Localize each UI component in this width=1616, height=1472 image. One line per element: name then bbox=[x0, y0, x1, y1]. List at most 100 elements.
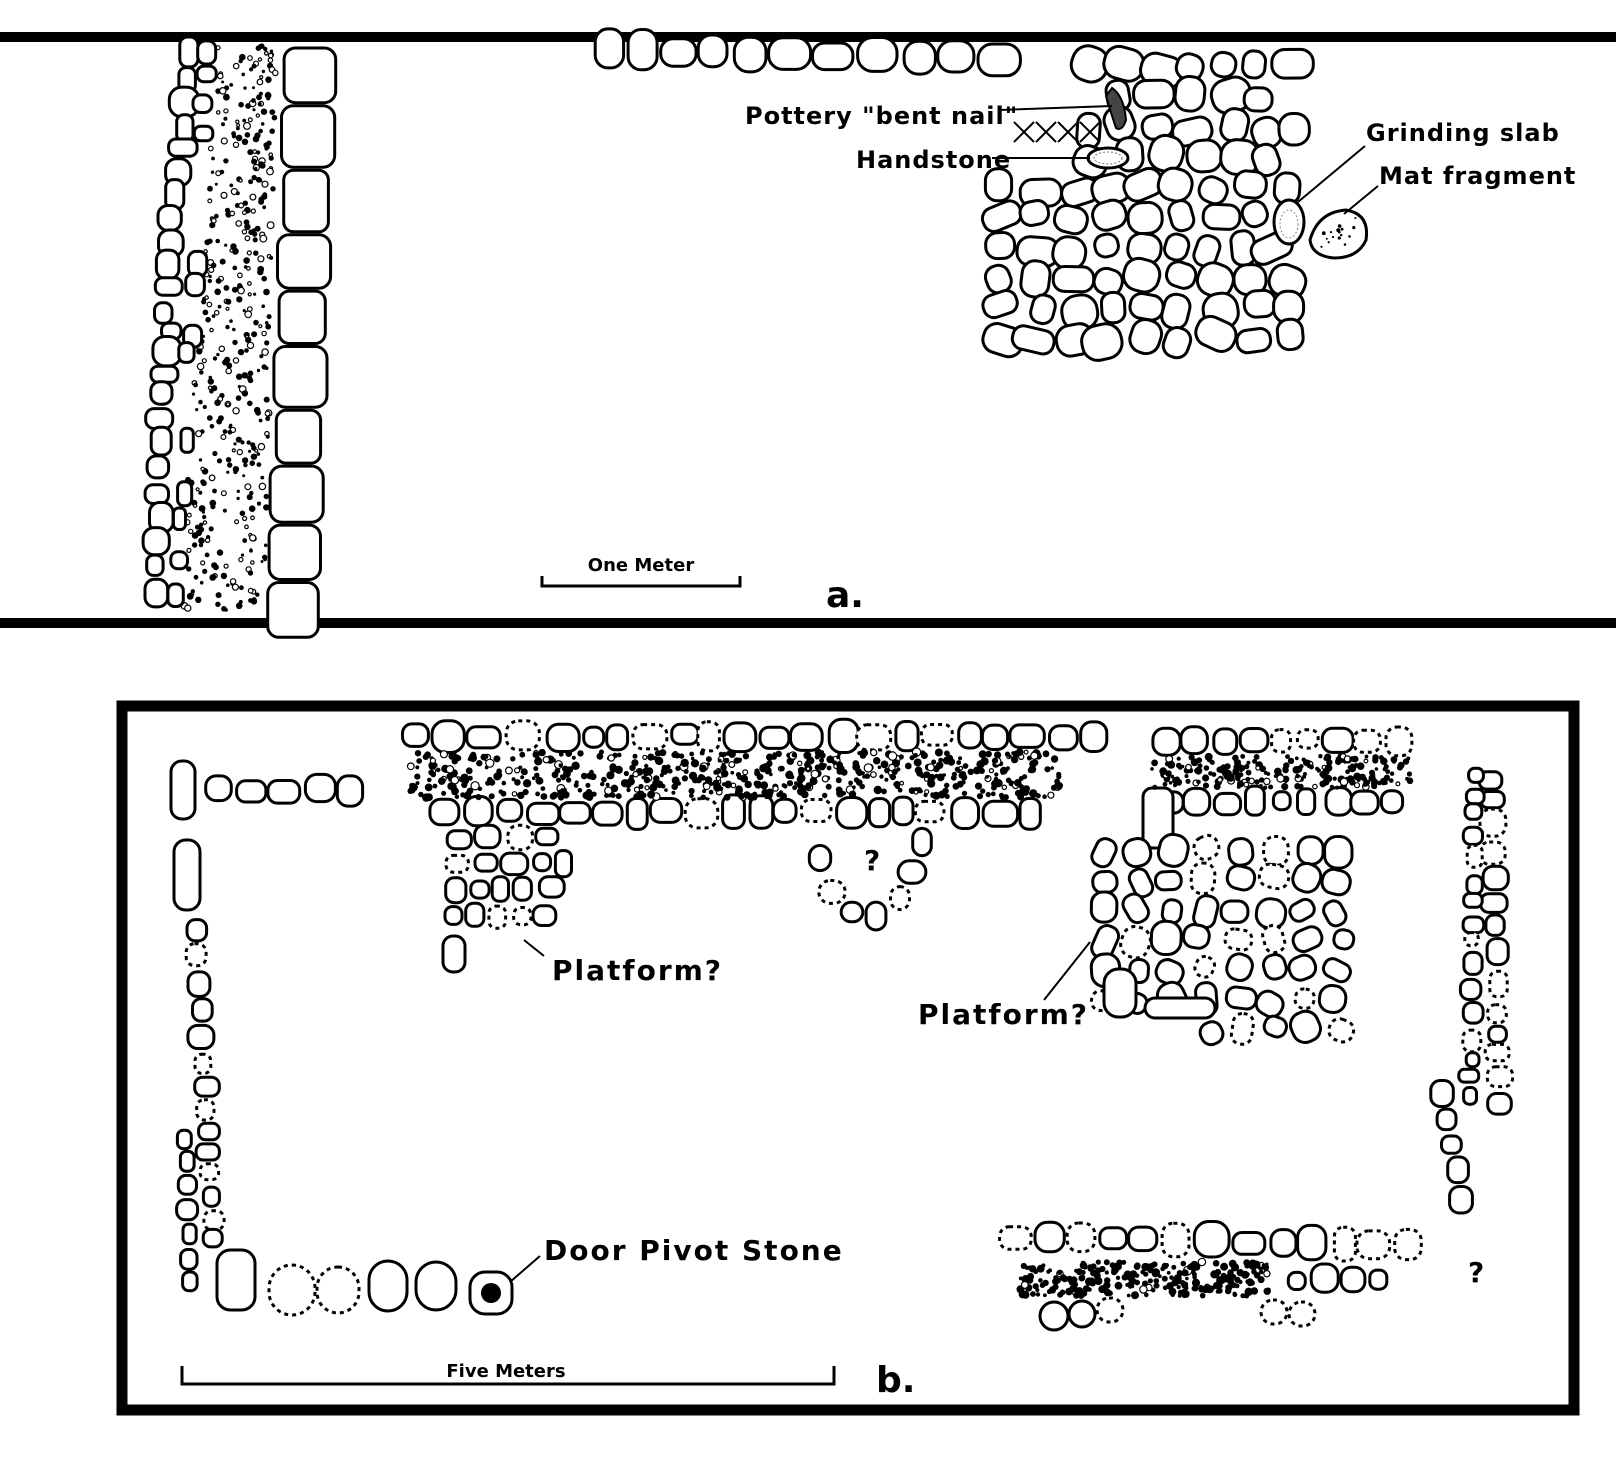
rubble-dot bbox=[1383, 774, 1390, 782]
rubble-dot bbox=[1252, 758, 1258, 764]
missing-stone bbox=[817, 879, 847, 905]
rubble-dot bbox=[231, 583, 239, 591]
stone bbox=[176, 480, 194, 508]
stone bbox=[267, 523, 323, 581]
stone bbox=[1126, 200, 1164, 236]
rubble-dot bbox=[1245, 1272, 1250, 1277]
missing-stone bbox=[1465, 843, 1484, 869]
handstone-feature bbox=[1086, 146, 1130, 170]
rubble-dot bbox=[914, 766, 923, 775]
rubble-dot bbox=[258, 198, 265, 205]
rubble-dot bbox=[261, 275, 268, 282]
stone bbox=[1465, 874, 1484, 896]
rubble-dot bbox=[1232, 1291, 1237, 1296]
rubble-dot bbox=[413, 784, 418, 790]
stone bbox=[1099, 290, 1127, 325]
rubble-dot bbox=[1395, 781, 1401, 787]
rubble-dot bbox=[238, 556, 244, 563]
rubble-dot bbox=[624, 781, 632, 788]
rubble-dot bbox=[253, 292, 257, 296]
stone bbox=[1029, 293, 1057, 326]
rubble-dot bbox=[723, 757, 730, 764]
rubble-dot bbox=[201, 299, 207, 305]
rubble-dot bbox=[671, 790, 676, 795]
hatch-line bbox=[1079, 121, 1101, 143]
rubble-dot bbox=[1225, 1284, 1233, 1292]
rubble-dot bbox=[243, 462, 248, 468]
rubble-dot bbox=[195, 430, 203, 438]
rubble-dot bbox=[857, 751, 862, 756]
rubble-dot bbox=[522, 770, 528, 775]
stone bbox=[441, 934, 467, 974]
rubble-dot bbox=[676, 781, 681, 786]
scale-label-five-meters: Five Meters bbox=[446, 1361, 565, 1382]
rubble-dot bbox=[566, 752, 571, 758]
rubble-dot bbox=[205, 316, 211, 323]
rubble-dot bbox=[761, 788, 769, 797]
rubble-dot bbox=[241, 229, 248, 235]
rubble-dot bbox=[891, 768, 898, 776]
rubble-dot bbox=[978, 750, 987, 759]
rubble-dot bbox=[211, 314, 216, 318]
rubble-dot bbox=[258, 324, 263, 329]
rubble-dot bbox=[601, 776, 607, 783]
rubble-dot bbox=[1090, 1263, 1097, 1270]
stone bbox=[367, 1259, 409, 1313]
stone bbox=[145, 553, 165, 577]
rubble-dot bbox=[1191, 1278, 1201, 1287]
rubble-dot bbox=[1319, 780, 1325, 787]
rubble-dot bbox=[1338, 757, 1344, 764]
rubble-dot bbox=[235, 395, 242, 401]
missing-stone bbox=[1488, 969, 1509, 999]
rubble-dot bbox=[841, 791, 847, 796]
stone bbox=[274, 408, 323, 465]
stone bbox=[1102, 44, 1146, 83]
rubble-dot bbox=[261, 69, 266, 74]
rubble-dot bbox=[1335, 785, 1340, 790]
stone bbox=[1198, 1020, 1225, 1047]
stone bbox=[196, 39, 218, 66]
stone bbox=[605, 723, 630, 752]
rubble-dot bbox=[249, 67, 254, 72]
rubble-dot bbox=[1144, 1292, 1149, 1298]
rubble-dot bbox=[559, 774, 565, 779]
rubble-dot bbox=[913, 758, 922, 767]
rubble-dot bbox=[1261, 1263, 1266, 1268]
rubble-dot bbox=[245, 266, 251, 271]
rubble-dot bbox=[248, 449, 252, 453]
rubble-dot bbox=[1153, 1282, 1160, 1289]
stone bbox=[1296, 1223, 1328, 1262]
rubble-dot bbox=[220, 137, 228, 145]
rubble-dot bbox=[261, 348, 269, 356]
rubble-dot bbox=[198, 505, 206, 512]
rubble-dot bbox=[615, 793, 622, 800]
rubble-dot bbox=[1107, 1290, 1113, 1296]
stone bbox=[1160, 292, 1192, 331]
stone bbox=[957, 721, 983, 750]
rubble-dot bbox=[229, 183, 234, 188]
rubble-dot bbox=[260, 122, 265, 126]
rubble-dot bbox=[257, 268, 264, 276]
stone bbox=[191, 997, 214, 1023]
rubble-dot bbox=[760, 781, 769, 790]
rubble-dot bbox=[488, 793, 495, 800]
rubble-dot bbox=[229, 578, 237, 585]
stone bbox=[1197, 175, 1229, 206]
rubble-dot bbox=[649, 783, 658, 792]
stone bbox=[156, 204, 183, 232]
rubble-dot bbox=[1254, 779, 1260, 785]
rubble-dot bbox=[250, 560, 255, 565]
rubble-dot bbox=[1035, 1292, 1041, 1297]
rubble-dot bbox=[678, 753, 685, 759]
rubble-dot bbox=[884, 777, 889, 782]
rubble-dot bbox=[1236, 780, 1245, 788]
rubble-dot bbox=[821, 775, 829, 783]
rubble-dot bbox=[186, 592, 194, 600]
rubble-dot bbox=[806, 756, 815, 765]
missing-stone bbox=[1259, 1298, 1289, 1326]
rubble-dot bbox=[1305, 759, 1311, 765]
rubble-dot bbox=[633, 786, 641, 793]
stone bbox=[1052, 203, 1089, 236]
rubble-dot bbox=[254, 448, 259, 453]
rubble-dot bbox=[931, 759, 937, 765]
